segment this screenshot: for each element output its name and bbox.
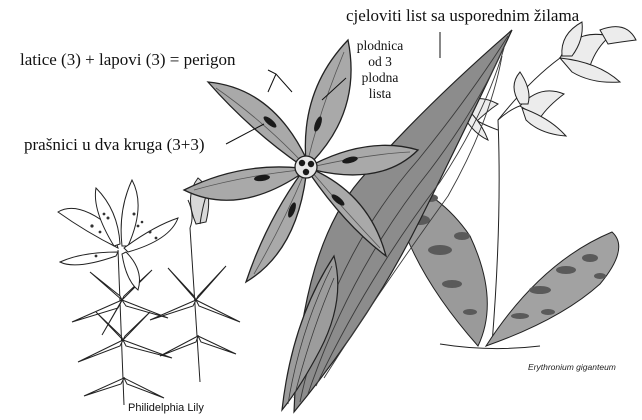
- label-ovary-line1: plodnica: [350, 38, 410, 54]
- caption-erythronium: Erythronium giganteum: [528, 362, 616, 372]
- label-ovary-line2: od 3: [350, 54, 410, 70]
- leader-perigon: [268, 70, 292, 92]
- leader-perigon-2: [268, 74, 276, 92]
- label-ovary: plodnica od 3 plodna lista: [350, 38, 410, 102]
- leader-stamens: [226, 124, 264, 144]
- label-stamens: prašnici u dva kruga (3+3): [24, 135, 204, 155]
- label-ovary-line3: plodna: [350, 70, 410, 86]
- label-ovary-line4: lista: [350, 86, 410, 102]
- label-leaf: cjeloviti list sa usporednim žilama: [346, 6, 579, 26]
- tepal-upper-left: [208, 82, 306, 166]
- caption-philadelphia-lily: Philidelphia Lily: [128, 402, 204, 414]
- label-perigon: latice (3) + lapovi (3) = perigon: [20, 50, 236, 70]
- philadelphia-lily-drawing: [58, 178, 240, 405]
